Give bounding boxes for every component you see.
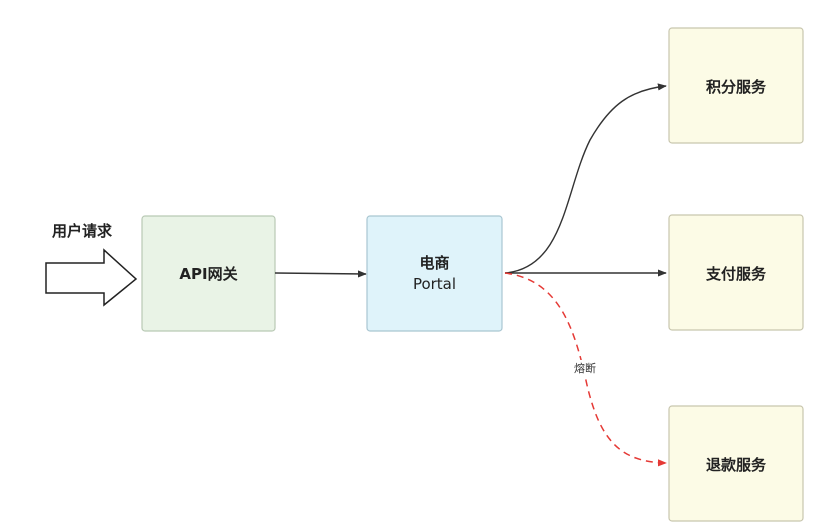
edge-portal-to-refund-breaker xyxy=(504,272,667,467)
refund-service-label: 退款服务 xyxy=(706,456,767,474)
api-gateway-label: API网关 xyxy=(179,265,237,283)
portal-label-line1: 电商 xyxy=(419,254,449,272)
api-gateway-node[interactable]: API网关 xyxy=(141,215,276,332)
payment-service-label: 支付服务 xyxy=(705,265,767,283)
breaker-label: 熔断 xyxy=(574,361,596,375)
portal-label-line2: Portal xyxy=(413,275,456,293)
edge-portal-to-points xyxy=(504,83,667,274)
points-service-node[interactable]: 积分服务 xyxy=(668,27,804,144)
edge-gateway-to-portal xyxy=(274,270,367,278)
payment-service-node[interactable]: 支付服务 xyxy=(668,214,804,331)
refund-service-box xyxy=(668,405,804,522)
portal-box xyxy=(366,215,503,332)
portal-node[interactable]: 电商 Portal xyxy=(366,215,503,332)
user-request-label: 用户请求 xyxy=(52,222,113,240)
payment-service-box xyxy=(668,214,804,331)
breaker-label-bg xyxy=(568,360,602,376)
refund-service-node[interactable]: 退款服务 xyxy=(668,405,804,522)
request-entry-arrow xyxy=(45,248,138,307)
points-service-box xyxy=(668,27,804,144)
points-service-label: 积分服务 xyxy=(706,78,767,96)
